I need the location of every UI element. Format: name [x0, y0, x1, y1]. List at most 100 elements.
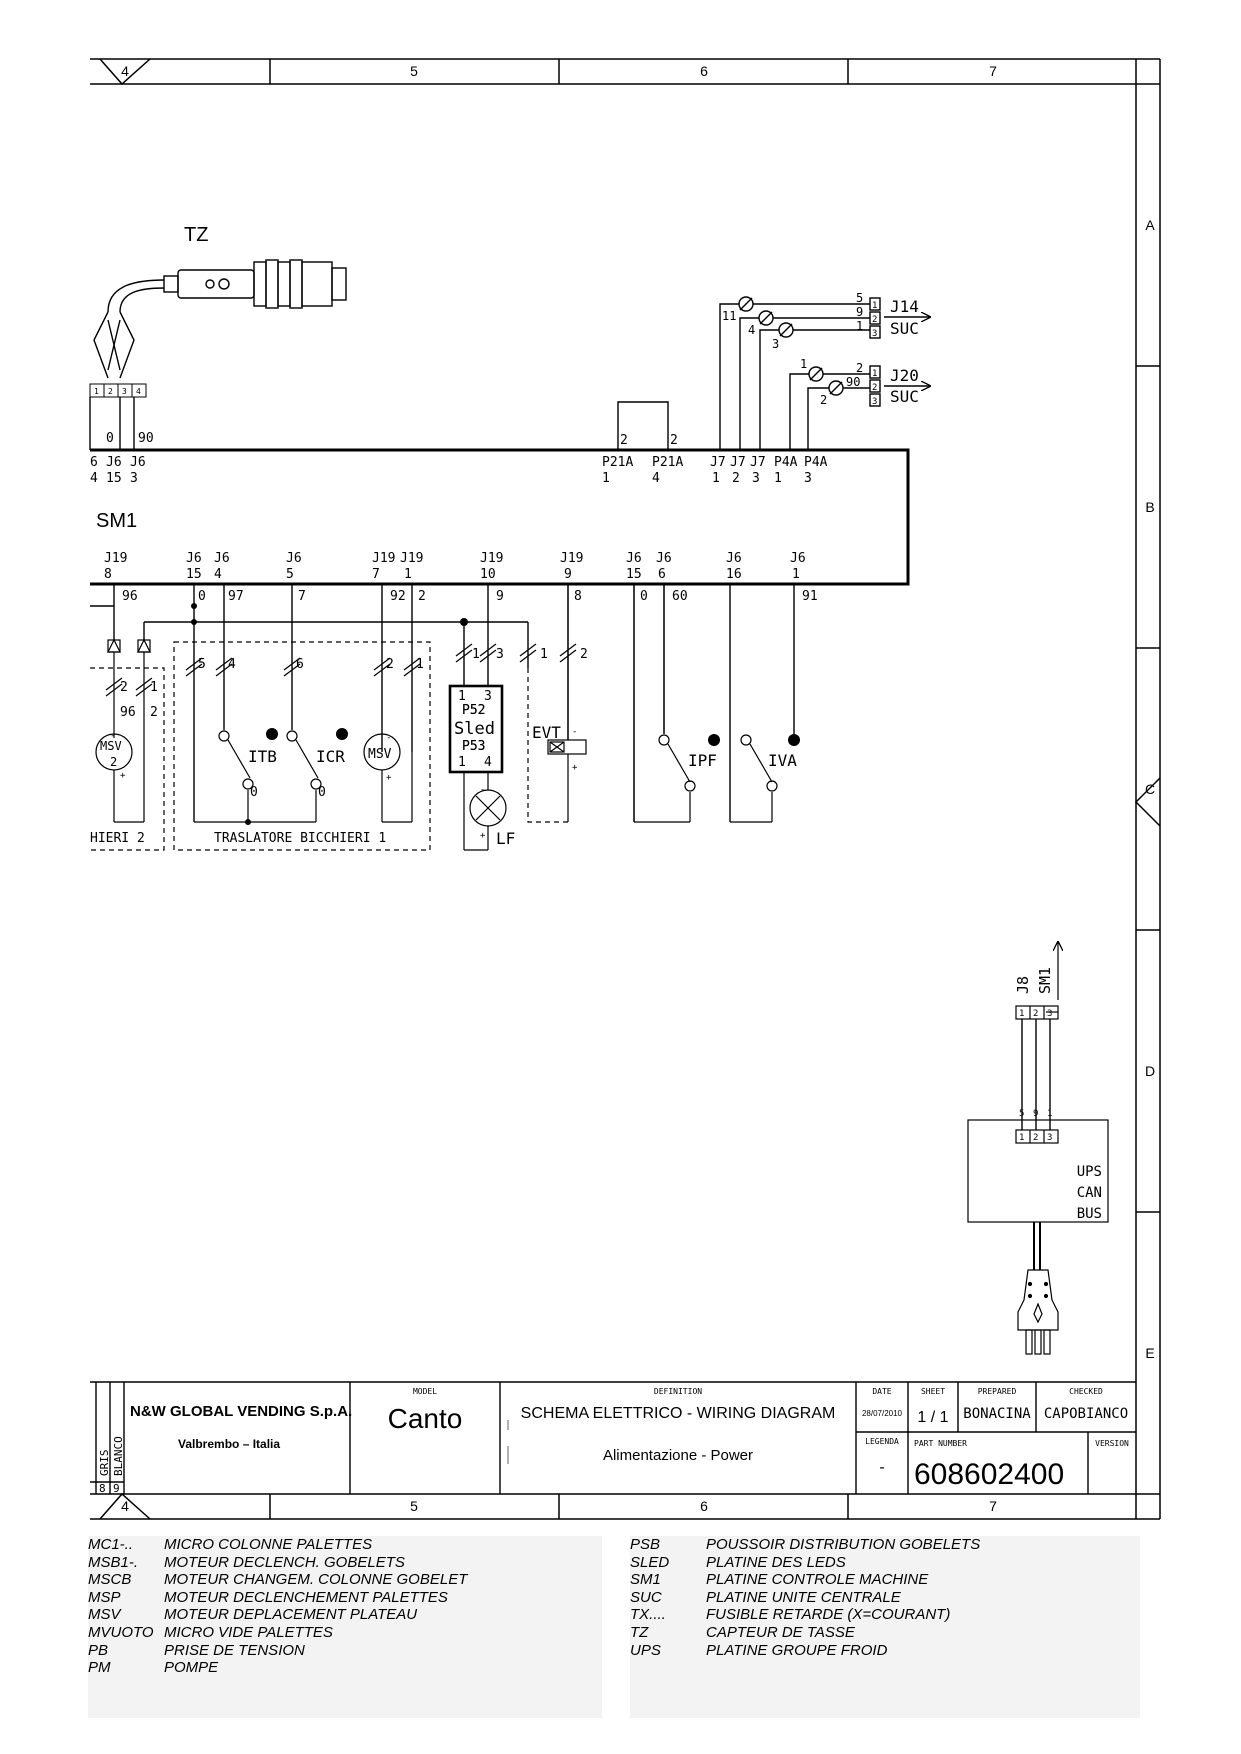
svg-text:1: 1 — [1019, 1133, 1024, 1143]
svg-text:2: 2 — [872, 315, 877, 325]
legend-description: PLATINE UNITE CENTRALE — [706, 1588, 901, 1606]
legend-description: POUSSOIR DISTRIBUTION GOBELETS — [706, 1536, 981, 1553]
legend-description: MOTEUR DECLENCH. GOBELETS — [164, 1553, 405, 1571]
svg-text:P53: P53 — [462, 739, 485, 754]
svg-text:+: + — [480, 831, 486, 841]
checked-label: CHECKED — [1069, 1387, 1103, 1396]
svg-text:P4A: P4A — [804, 455, 828, 470]
svg-text:60: 60 — [672, 589, 688, 604]
legend-description: FUSIBLE RETARDE (X=COURANT) — [706, 1606, 951, 1624]
sm1-board — [90, 448, 910, 586]
svg-text:1: 1 — [792, 567, 800, 582]
svg-text:1: 1 — [872, 369, 877, 379]
svg-text:7: 7 — [372, 567, 380, 582]
col-label-top: 5 — [410, 63, 418, 79]
legend-description: POMPE — [164, 1659, 219, 1677]
legend-code: MC1-.. — [88, 1536, 133, 1553]
group1-label: TRASLATORE BICCHIERI 1 — [214, 831, 386, 846]
svg-text:4: 4 — [748, 323, 755, 337]
svg-text:1: 1 — [458, 689, 466, 704]
legend-code: PB — [88, 1641, 109, 1659]
legend-row: MSB1-.MOTEUR DECLENCH. GOBELETS — [88, 1554, 467, 1572]
group2-label: HIERI 2 — [90, 831, 145, 846]
svg-text:J6: J6 — [656, 551, 672, 566]
svg-text:9: 9 — [564, 567, 572, 582]
side-num: 8 — [99, 1482, 106, 1495]
svg-text:-: - — [572, 727, 577, 737]
row-label: A — [1145, 217, 1155, 233]
svg-text:1: 1 — [94, 387, 99, 396]
legend-code: TX.... — [630, 1606, 666, 1624]
svg-text:90: 90 — [846, 375, 860, 389]
side-color: GRIS — [98, 1450, 111, 1477]
col-label-bottom: 7 — [989, 1498, 997, 1514]
col-label-bottom: 5 — [410, 1498, 418, 1514]
svg-text:7: 7 — [298, 589, 306, 604]
svg-text:1: 1 — [416, 657, 424, 672]
svg-text:3: 3 — [122, 387, 127, 396]
itb-label: ITB — [248, 747, 277, 766]
svg-text:15: 15 — [186, 567, 202, 582]
tz-label: TZ — [184, 224, 208, 246]
svg-text:1: 1 — [800, 357, 807, 371]
definition-title: SCHEMA ELETTRICO - WIRING DIAGRAM — [521, 1405, 836, 1422]
legend-code: TZ — [630, 1623, 649, 1641]
svg-text:0: 0 — [198, 589, 206, 604]
col-label-top: 7 — [989, 63, 997, 79]
svg-text:1: 1 — [712, 471, 720, 486]
legend-description: MICRO VIDE PALETTES — [164, 1623, 333, 1641]
ipf-iva-switches — [633, 584, 778, 823]
svg-text:-: - — [480, 785, 485, 795]
svg-text:9: 9 — [1033, 1109, 1038, 1119]
legend-description: PLATINE DES LEDS — [706, 1553, 846, 1571]
svg-text:J6: J6 — [726, 551, 742, 566]
legend-description: MOTEUR DEPLACEMENT PLATEAU — [164, 1606, 418, 1624]
svg-text:97: 97 — [228, 589, 244, 604]
svg-text:15: 15 — [106, 471, 122, 486]
svg-text:J6: J6 — [106, 455, 122, 470]
title-block — [90, 1381, 1136, 1494]
svg-text:1: 1 — [872, 301, 877, 311]
svg-text:4: 4 — [214, 567, 222, 582]
svg-text:2: 2 — [580, 647, 588, 662]
svg-text:15: 15 — [626, 567, 642, 582]
svg-text:3: 3 — [872, 329, 877, 339]
svg-text:1: 1 — [1019, 1009, 1024, 1019]
row-label: C — [1145, 781, 1155, 797]
legend-description: PLATINE CONTROLE MACHINE — [706, 1571, 929, 1589]
svg-text:+: + — [572, 763, 578, 773]
svg-text:2: 2 — [620, 433, 628, 448]
svg-text:2: 2 — [150, 705, 158, 720]
evt-valve — [519, 584, 587, 822]
svg-text:3: 3 — [804, 471, 812, 486]
col-label-top: 6 — [700, 63, 708, 79]
part-number-label: PART NUMBER — [914, 1439, 967, 1448]
legend-code: PM — [88, 1659, 111, 1677]
j14-label: J14 — [890, 297, 919, 316]
checked-value: CAPOBIANCO — [1044, 1406, 1128, 1422]
row-label: E — [1145, 1345, 1154, 1361]
row-label: D — [1145, 1063, 1155, 1079]
svg-text:1: 1 — [602, 471, 610, 486]
definition-label: DEFINITION — [654, 1387, 702, 1396]
svg-text:6: 6 — [658, 567, 666, 582]
bus-label: BUS — [1077, 1206, 1102, 1222]
svg-text:P4A: P4A — [774, 455, 798, 470]
svg-text:2: 2 — [732, 471, 740, 486]
svg-text:0: 0 — [106, 431, 114, 446]
group1-dashed-box — [173, 641, 431, 851]
svg-text:J6: J6 — [214, 551, 230, 566]
svg-text:0: 0 — [640, 589, 648, 604]
iva-label: IVA — [768, 751, 797, 770]
svg-text:+: + — [120, 771, 126, 781]
svg-text:J19: J19 — [372, 551, 395, 566]
company-name: N&W GLOBAL VENDING S.p.A. — [130, 1403, 352, 1420]
